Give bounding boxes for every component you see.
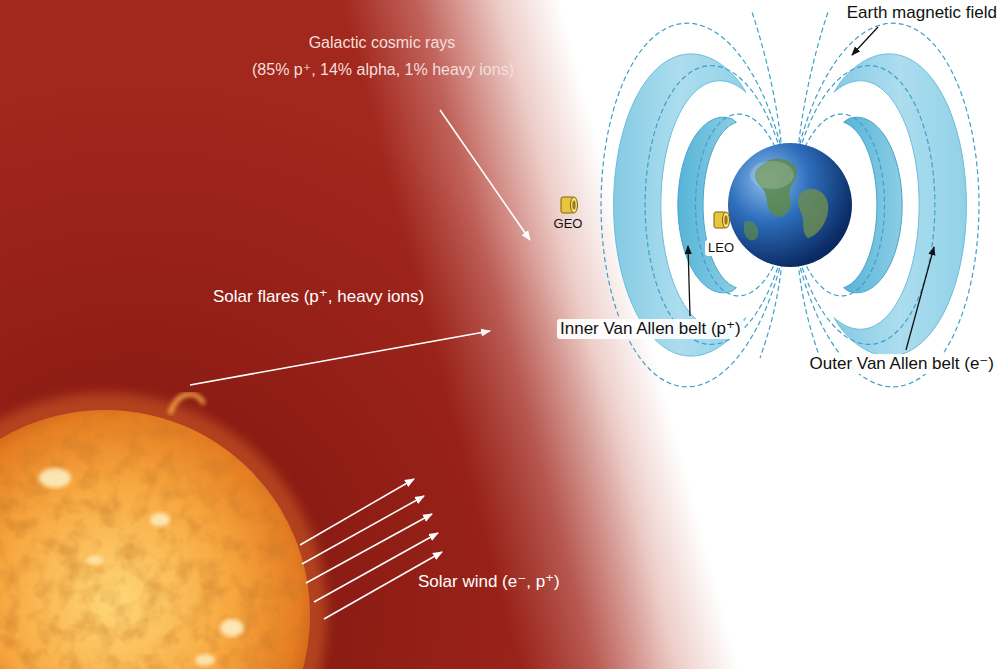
leader-arrow [688, 246, 690, 316]
earth-globe [728, 143, 852, 267]
orbit-label: GEO [554, 216, 583, 232]
outer-belt [834, 54, 966, 356]
cosmic-ray-arrow [440, 110, 530, 240]
radiation-source-label: Solar wind (e⁻, p⁺) [418, 572, 560, 592]
leader-arrows [688, 27, 934, 350]
solar-wind-arrow [314, 533, 438, 602]
solar-prominence [170, 394, 204, 414]
leo-satellite [714, 212, 730, 228]
solar-wind-arrow [302, 496, 424, 564]
leader-arrow [852, 27, 878, 55]
sun [0, 393, 327, 669]
radiation-source-label: Galactic cosmic rays [309, 33, 456, 52]
belt-label: Outer Van Allen belt (e⁻) [807, 354, 997, 374]
solar-flare-arrow [190, 331, 490, 385]
leader-arrow [906, 247, 934, 350]
van-allen-belts [614, 54, 967, 356]
belt-label: Inner Van Allen belt (p⁺) [557, 319, 744, 339]
field-line [790, 23, 979, 387]
solar-wind-arrow [300, 479, 414, 545]
radiation-arrows [190, 110, 530, 619]
solar-wind-arrow [306, 514, 432, 583]
field-label: Earth magnetic field [847, 3, 997, 23]
radiation-source-label: Solar flares (p⁺, heavy ions) [213, 287, 424, 307]
orbit-label: LEO [705, 240, 737, 256]
outer-belt [614, 54, 746, 356]
composition-note: (85% p⁺, 14% alpha, 1% heavy ions) [252, 60, 514, 79]
geo-satellite [561, 197, 578, 213]
